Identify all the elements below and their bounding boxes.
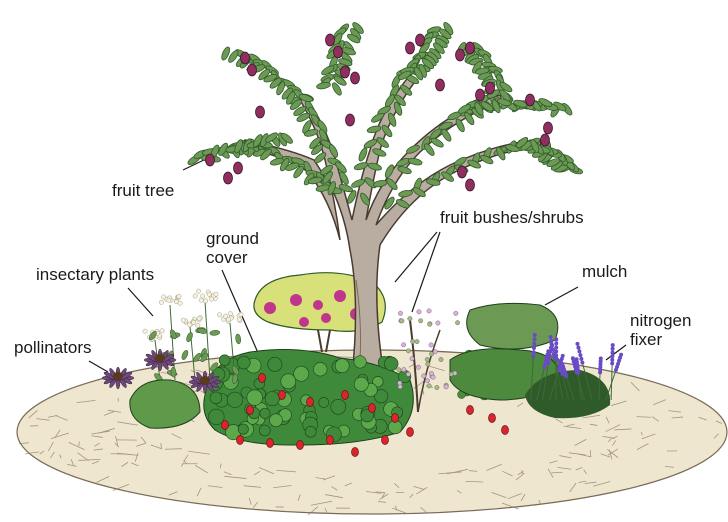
- label-nitrogen-fixer: nitrogen fixer: [630, 311, 691, 349]
- leader-mulch: [545, 287, 578, 305]
- label-fruit-bushes: fruit bushes/shrubs: [440, 208, 584, 227]
- label-insectary: insectary plants: [36, 265, 154, 284]
- leader-pollinators: [89, 361, 108, 372]
- label-ground-cover: ground cover: [206, 229, 259, 267]
- label-fruit-tree: fruit tree: [112, 181, 174, 200]
- label-mulch: mulch: [582, 262, 627, 281]
- label-nitrogen-line1: nitrogen: [630, 311, 691, 330]
- label-ground-cover-line2: cover: [206, 248, 259, 267]
- label-nitrogen-line2: fixer: [630, 330, 691, 349]
- leader-insectary: [128, 288, 153, 316]
- leader-fruit-bushes-2: [412, 232, 440, 312]
- label-pollinators: pollinators: [14, 338, 92, 357]
- leader-nitrogen: [606, 345, 626, 360]
- label-ground-cover-line1: ground: [206, 229, 259, 248]
